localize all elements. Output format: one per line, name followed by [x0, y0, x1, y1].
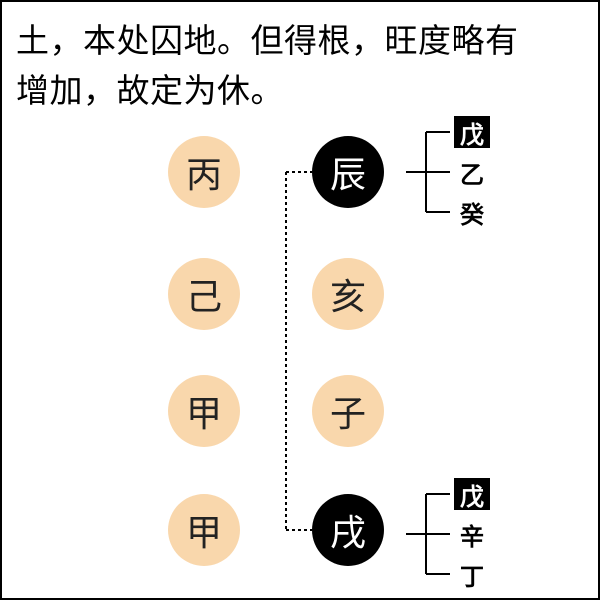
- branch-circle-2: 亥: [312, 258, 384, 330]
- hidden-stem-top-3: 癸: [460, 200, 484, 229]
- stem-circle-2: 己: [168, 258, 240, 330]
- hidden-stem-bottom-2: 辛: [460, 522, 484, 551]
- caption-line-2: 增加，故定为休。: [16, 71, 284, 110]
- caption-line-1: 土，本处囚地。但得根，旺度略有: [16, 21, 519, 60]
- hidden-stem-bottom-1: 戊: [454, 478, 490, 511]
- stem-circle-4: 甲: [168, 494, 240, 566]
- branch-circle-3: 子: [312, 375, 384, 447]
- hidden-stem-bottom-3: 丁: [460, 562, 484, 591]
- branch-circle-1: 辰: [312, 136, 384, 208]
- hidden-stem-top-2: 乙: [460, 160, 484, 189]
- branch-circle-4: 戌: [312, 494, 384, 566]
- caption-text: 土，本处囚地。但得根，旺度略有 增加，故定为休。: [16, 16, 586, 116]
- stem-circle-3: 甲: [168, 375, 240, 447]
- hidden-stem-top-1: 戊: [454, 116, 490, 149]
- stem-circle-1: 丙: [168, 136, 240, 208]
